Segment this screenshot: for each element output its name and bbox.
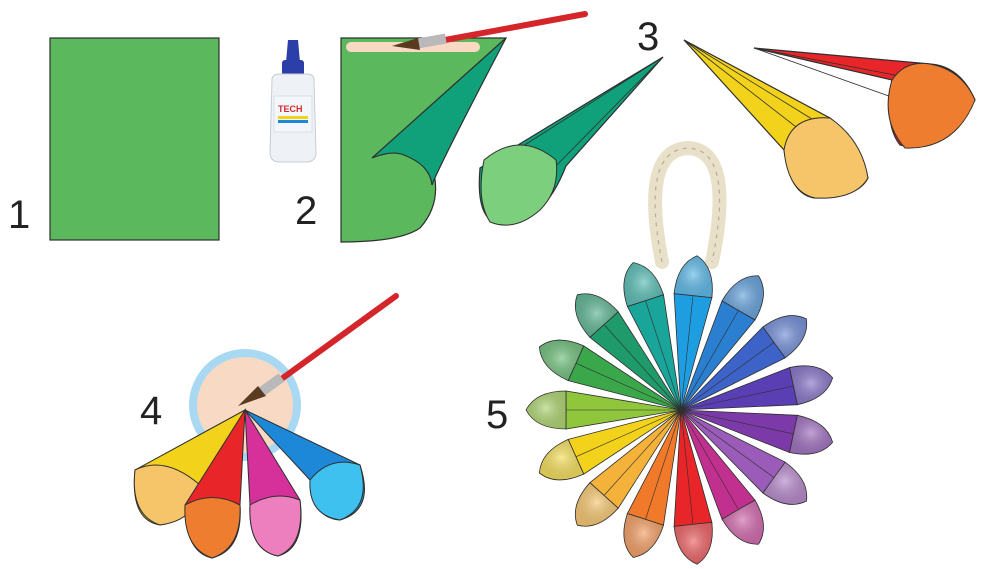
rope-loop <box>655 148 719 262</box>
step-2-number: 2 <box>295 189 317 233</box>
step-4: 4 <box>134 296 396 558</box>
step-5-number: 5 <box>486 393 508 437</box>
step-1: 1 <box>8 38 219 240</box>
glue-bottle-label: TECH <box>278 104 303 114</box>
green-paper-sheet <box>50 38 219 240</box>
flower-center <box>678 407 684 413</box>
step-1-number: 1 <box>8 193 30 237</box>
step-4-number: 4 <box>140 389 162 433</box>
green-cone <box>479 57 663 225</box>
step-3-number: 3 <box>637 15 659 59</box>
cone-fan <box>134 410 364 558</box>
glue-bottle: TECH <box>270 40 316 162</box>
brush-step-4 <box>238 296 396 406</box>
step-3: 3 <box>637 15 975 198</box>
